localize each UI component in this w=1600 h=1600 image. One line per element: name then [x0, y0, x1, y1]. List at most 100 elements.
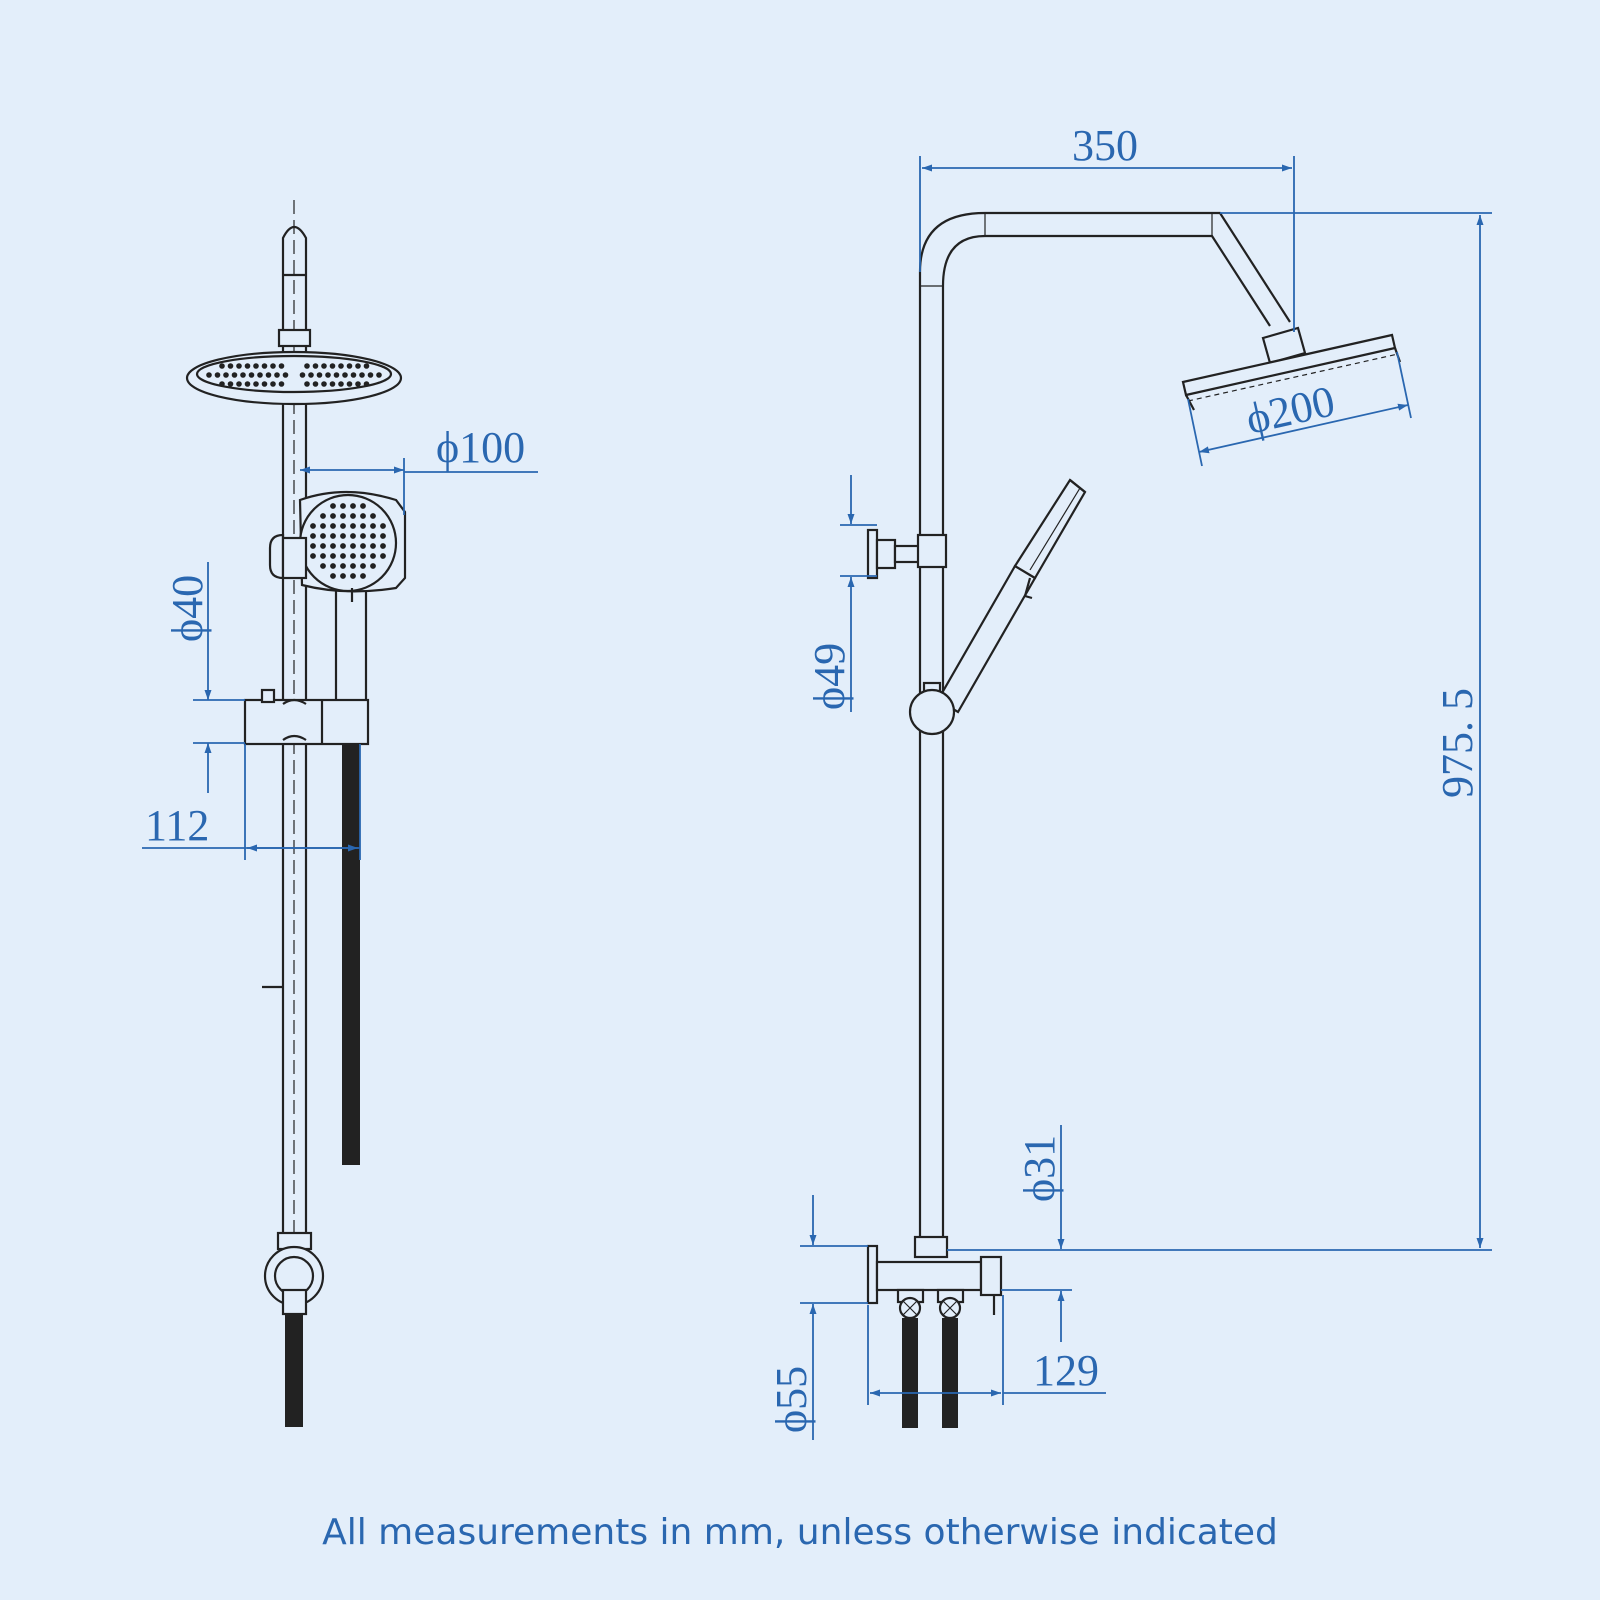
nozzle-dot [360, 523, 366, 529]
nozzle-dot [244, 363, 251, 369]
nozzle-dot [261, 363, 268, 369]
nozzle-dot [329, 381, 336, 387]
nozzle-dot [320, 533, 326, 539]
nozzle-dot [270, 381, 276, 387]
nozzle-dot [227, 381, 234, 387]
overhead-nozzles [206, 363, 382, 387]
nozzle-dot [240, 372, 246, 378]
dim-label-phi100: ϕ100 [436, 423, 525, 472]
nozzle-dot [299, 372, 306, 378]
nozzle-dot [350, 513, 356, 519]
nozzle-dot [350, 533, 356, 539]
nozzle-dot [346, 363, 353, 369]
nozzle-dot [316, 372, 323, 378]
nozzle-dot [214, 372, 221, 378]
nozzle-dot [223, 372, 229, 378]
nozzle-dot [333, 372, 340, 378]
front-riser-and-arm [918, 211, 1291, 1240]
nozzle-dot [330, 543, 336, 549]
dim-arm-reach: 350 [919, 121, 1295, 332]
hand-shower-nozzles [310, 503, 386, 579]
dim-label-phi31: ϕ31 [1015, 1135, 1064, 1202]
nozzle-dot [282, 372, 289, 378]
nozzle-dot [370, 563, 376, 569]
nozzle-dot [370, 553, 376, 559]
nozzle-dot [350, 553, 356, 559]
dim-bracket-diameter: ϕ49 [805, 475, 877, 712]
side-slide-bracket [243, 688, 370, 746]
outlet-hose [285, 1314, 303, 1427]
measurement-note: All measurements in mm, unless otherwise… [322, 1512, 1278, 1553]
nozzle-dot [363, 363, 370, 369]
dim-label-350: 350 [1072, 121, 1138, 170]
nozzle-dot [360, 503, 366, 509]
nozzle-dot [330, 553, 336, 559]
side-wall-outlet [263, 1231, 325, 1427]
nozzle-dot [363, 381, 370, 387]
front-wall-bracket [866, 528, 948, 580]
nozzle-dot [206, 372, 212, 378]
side-view: ϕ100 ϕ40 112 [142, 200, 538, 1427]
nozzle-dot [219, 381, 225, 387]
hot-inlet-hose [902, 1318, 918, 1428]
nozzle-dot [253, 381, 259, 387]
nozzle-dot [304, 363, 310, 369]
cold-inlet-hose [942, 1318, 958, 1428]
nozzle-dot [231, 372, 238, 378]
dim-label-112: 112 [145, 801, 209, 850]
dim-valve-diameter: ϕ55 [767, 1195, 868, 1440]
nozzle-dot [330, 563, 336, 569]
nozzle-dot [310, 533, 316, 539]
nozzle-dot [321, 381, 327, 387]
nozzle-dot [278, 381, 285, 387]
shower-hose [342, 745, 360, 1165]
dim-label-129: 129 [1033, 1346, 1099, 1395]
nozzle-dot [380, 543, 386, 549]
nozzle-dot [320, 513, 326, 519]
nozzle-dot [244, 381, 251, 387]
nozzle-dot [338, 363, 344, 369]
nozzle-dot [370, 523, 376, 529]
dim-label-phi200: ϕ200 [1241, 376, 1339, 443]
nozzle-dot [270, 363, 276, 369]
dim-overall-height: 975. 5 [947, 212, 1492, 1251]
nozzle-dot [360, 553, 366, 559]
nozzle-dot [355, 381, 361, 387]
nozzle-dot [248, 372, 255, 378]
nozzle-dot [340, 553, 346, 559]
nozzle-dot [340, 533, 346, 539]
nozzle-dot [360, 533, 366, 539]
nozzle-dot [310, 543, 316, 549]
nozzle-dot [257, 372, 263, 378]
nozzle-dot [346, 381, 353, 387]
nozzle-dot [227, 363, 234, 369]
nozzle-dot [330, 573, 336, 579]
nozzle-dot [367, 372, 374, 378]
nozzle-dot [338, 381, 344, 387]
dim-hand-shower-diameter: ϕ100 [300, 423, 538, 515]
nozzle-dot [325, 372, 331, 378]
nozzle-dot [360, 563, 366, 569]
nozzle-dot [304, 381, 310, 387]
nozzle-dot [360, 513, 366, 519]
nozzle-dot [330, 533, 336, 539]
side-hand-shower [268, 490, 407, 713]
nozzle-dot [329, 363, 336, 369]
nozzle-dot [310, 553, 316, 559]
nozzle-dot [380, 523, 386, 529]
nozzle-dot [360, 573, 366, 579]
front-slider-knob [908, 681, 956, 736]
nozzle-dot [376, 372, 382, 378]
nozzle-dot [330, 523, 336, 529]
nozzle-dot [320, 563, 326, 569]
nozzle-dot [236, 363, 242, 369]
nozzle-dot [320, 523, 326, 529]
nozzle-dot [320, 553, 326, 559]
nozzle-dot [236, 381, 242, 387]
nozzle-dot [312, 381, 319, 387]
front-overhead-head [1181, 326, 1402, 411]
nozzle-dot [265, 372, 272, 378]
nozzle-dot [253, 363, 259, 369]
nozzle-dot [359, 372, 365, 378]
